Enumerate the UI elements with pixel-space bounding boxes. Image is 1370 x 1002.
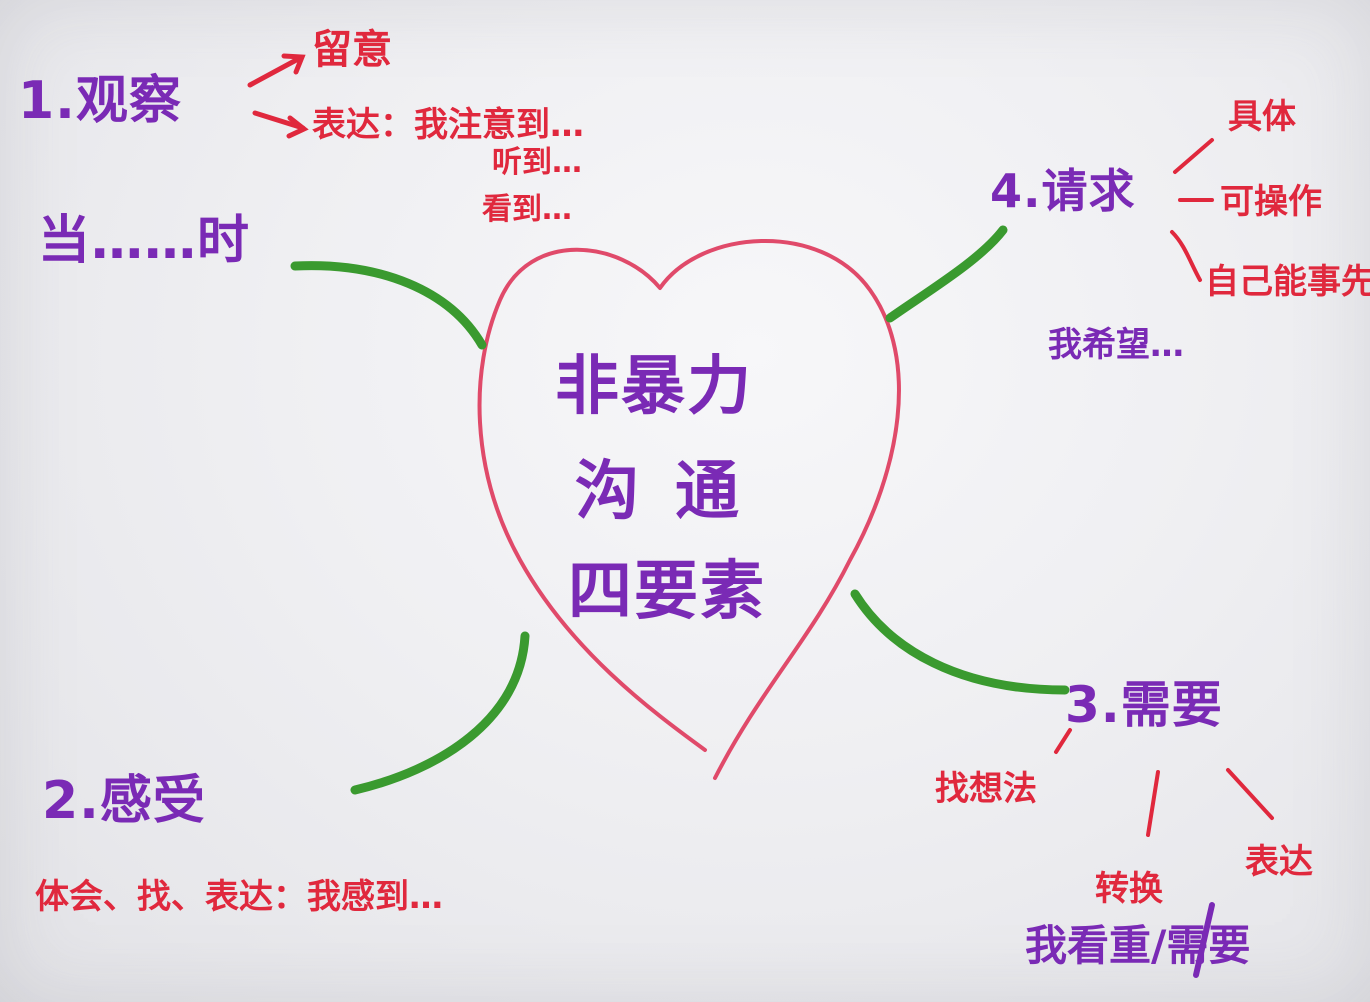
heart-outline bbox=[477, 238, 901, 780]
arrow-notice bbox=[247, 55, 303, 88]
feeling-express: 体会、找、表达：我感到… bbox=[35, 877, 443, 917]
request-own: 自己能事先 bbox=[1205, 262, 1370, 302]
center-title-line2: 沟通 bbox=[575, 455, 775, 529]
branch-need bbox=[850, 589, 1070, 695]
request-operable: 可操作 bbox=[1220, 182, 1322, 222]
need-title: 3.需要 bbox=[1065, 676, 1223, 734]
request-hope: 我希望… bbox=[1048, 325, 1184, 365]
need-convert: 转换 bbox=[1095, 869, 1163, 909]
center-title-line1: 非暴力 bbox=[555, 350, 753, 424]
branch-feeling bbox=[350, 631, 530, 795]
observe-title: 1.观察 bbox=[18, 71, 182, 131]
observe-when: 当……时 bbox=[38, 211, 251, 271]
connector-specific bbox=[1173, 138, 1214, 174]
feeling-title: 2.感受 bbox=[42, 771, 206, 831]
branch-observe bbox=[290, 261, 487, 350]
slash-divider bbox=[1193, 902, 1215, 978]
request-specific: 具体 bbox=[1228, 97, 1296, 137]
connector-find bbox=[1054, 728, 1072, 754]
observe-heard: 听到… bbox=[492, 145, 582, 180]
need-compare: 我看重/需要 bbox=[1025, 921, 1251, 970]
need-find: 找想法 bbox=[935, 769, 1037, 809]
observe-express: 表达：我注意到… bbox=[312, 105, 584, 145]
connector-convert bbox=[1146, 770, 1160, 837]
observe-notice: 留意 bbox=[312, 27, 392, 73]
branch-request bbox=[885, 225, 1008, 323]
need-express: 表达 bbox=[1245, 842, 1313, 882]
observe-saw: 看到… bbox=[482, 192, 572, 227]
center-title-line3: 四要素 bbox=[568, 555, 766, 629]
connector-express bbox=[1226, 768, 1274, 820]
connector-own bbox=[1170, 230, 1202, 282]
arrow-express bbox=[252, 110, 306, 131]
request-title: 4.请求 bbox=[990, 164, 1136, 218]
